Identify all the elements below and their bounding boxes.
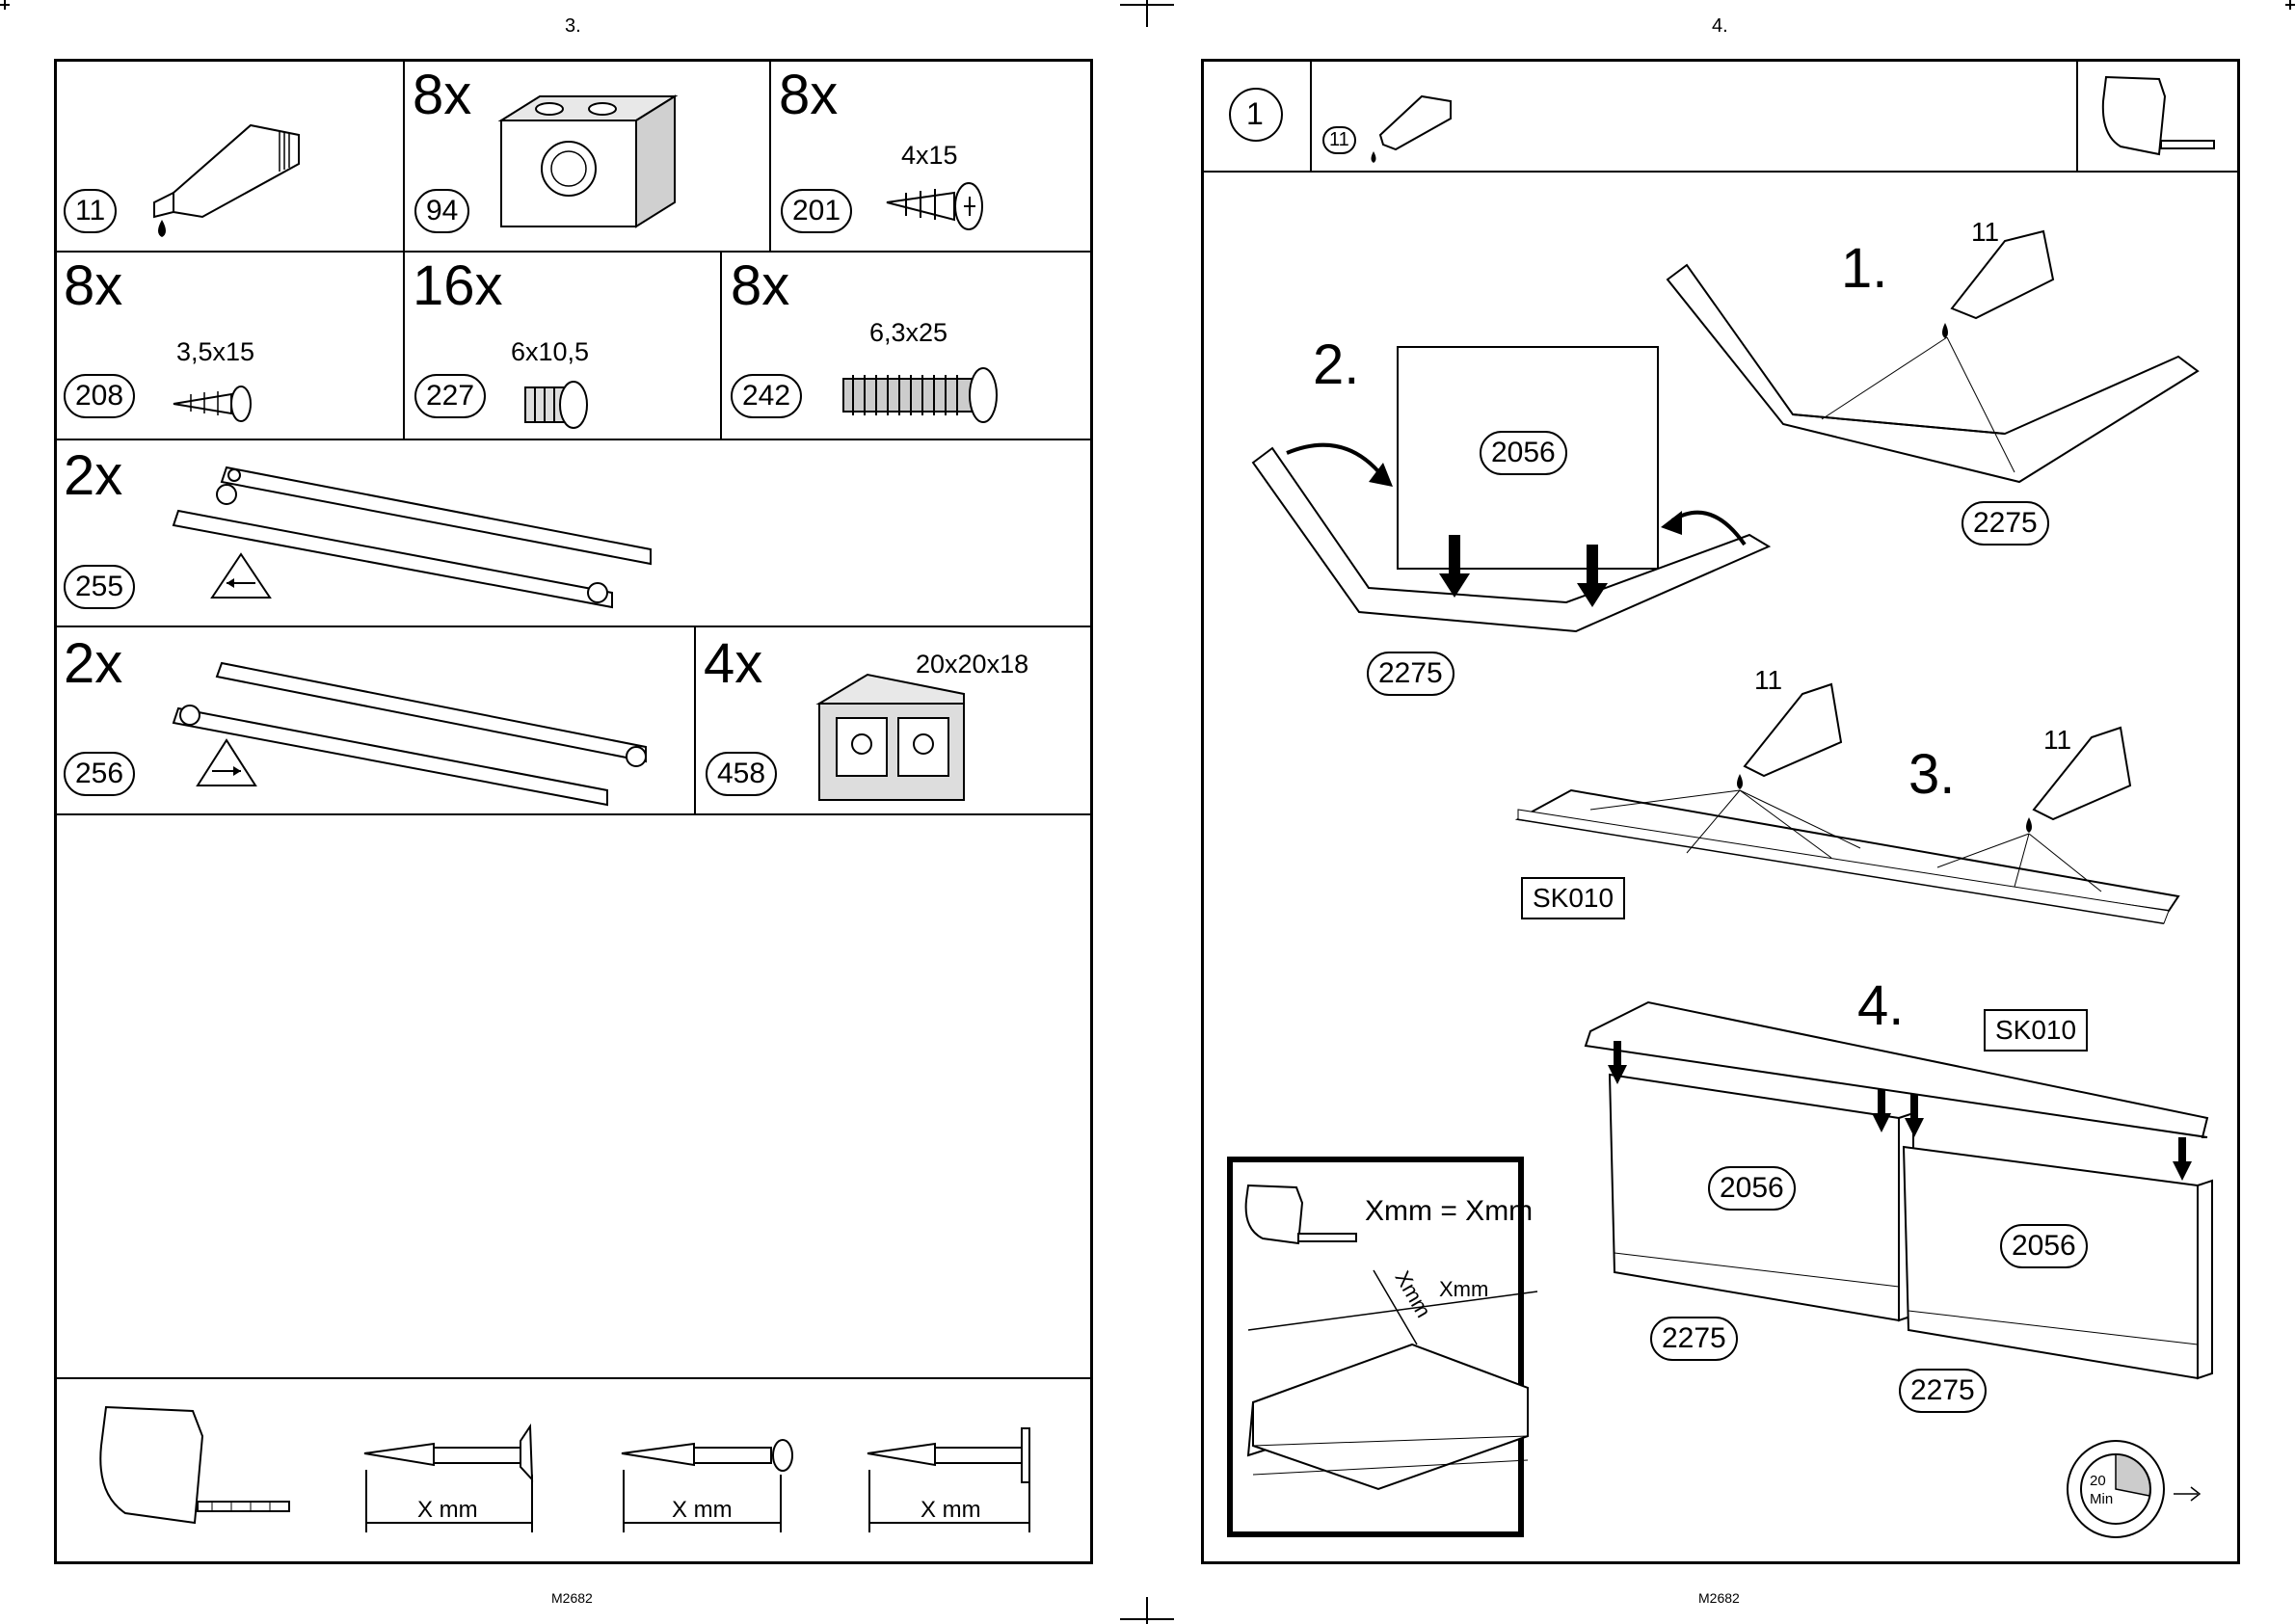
crop-marks — [0, 0, 2295, 1624]
